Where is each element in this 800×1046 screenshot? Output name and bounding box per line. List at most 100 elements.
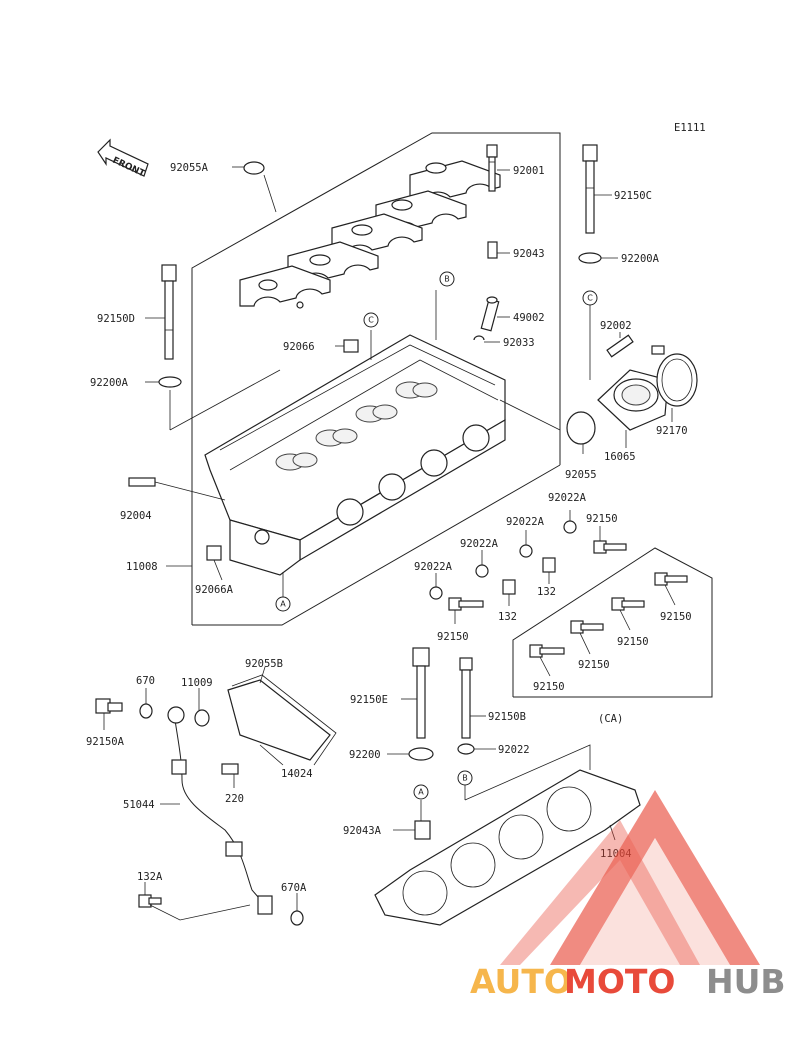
ref-c-top: C [368,316,374,325]
bolt-92150B [459,657,473,739]
bolt-92150A [95,698,123,714]
plug-92066A [206,545,222,561]
washer-92022 [457,743,475,755]
label-92022A-1: 92022A [548,492,587,504]
label-92150-right: 92150 [586,513,618,525]
bolt-132-b [502,579,516,595]
front-arrow: FRONT [97,138,149,180]
label-92150-ca-4: 92150 [533,681,565,693]
label-92200A-right: 92200A [621,253,660,265]
washer-92022A-1 [563,520,577,534]
label-92055A: 92055A [170,162,209,174]
label-92002: 92002 [600,320,632,332]
washer-92022A-2 [519,544,533,558]
watermark-text: AUTO MOTO HUB [470,962,786,1001]
dowel-92043A [414,820,431,840]
head-gasket-11004 [374,769,641,926]
part-labels: 92055A 92001 92150C 92043 92200A 92150D … [86,162,692,894]
ref-b-bottom: B [462,774,468,783]
dowel-92043 [487,241,498,259]
label-92001: 92001 [513,165,545,177]
bolt-92150-right [593,540,627,554]
bolt-92150E [412,647,430,739]
o-ring-670 [139,703,153,719]
ref-a-left: A [280,600,286,609]
label-670A: 670A [281,882,307,894]
cylinder-head [204,334,506,576]
ref-markers: B C C A B A [275,271,598,800]
watermark-logo [500,790,760,965]
watermark-hub: HUB [706,962,786,1001]
ref-a-bottom: A [418,788,424,797]
seal-92066 [343,339,359,353]
label-92150-mid: 92150 [437,631,469,643]
label-92150B: 92150B [488,711,526,723]
label-11009: 11009 [181,677,213,689]
bolt-92150C [582,144,598,234]
washer-11009 [194,709,210,727]
holder-16065 [597,369,669,431]
watermark-moto: MOTO [564,962,675,1001]
oil-pipe-51044 [167,706,273,915]
stud-92004 [128,477,156,487]
clip-92033 [473,335,485,341]
label-92055: 92055 [565,469,597,481]
washer-92200 [408,747,434,761]
label-92055B: 92055B [245,658,283,670]
ref-c-right: C [587,294,593,303]
label-92022A-2: 92022A [506,516,545,528]
camshaft-caps [239,160,501,309]
o-ring-670A [290,910,304,926]
washer-92200A-right [578,252,602,264]
label-92066: 92066 [283,341,315,353]
label-92022A-3: 92022A [460,538,499,550]
label-92170: 92170 [656,425,688,437]
label-92150-ca-3: 92150 [578,659,610,671]
label-92043A: 92043A [343,825,382,837]
label-92066A: 92066A [195,584,234,596]
o-ring-92055A [243,161,265,175]
label-132-a: 132 [537,586,556,598]
bolt-92002 [606,334,634,358]
label-16065: 16065 [604,451,636,463]
label-92004: 92004 [120,510,152,522]
bolt-92150D [161,264,177,360]
ca-group-label: (CA) [598,713,623,725]
ref-b-top: B [444,275,450,284]
bolt-92150-ca-4 [529,644,565,658]
label-92200A-left: 92200A [90,377,129,389]
bolt-92150-ca-2 [611,597,645,611]
label-132-b: 132 [498,611,517,623]
leader-lines [103,166,676,921]
label-92150D: 92150D [97,313,135,325]
label-49002: 49002 [513,312,545,324]
label-132A: 132A [137,871,163,883]
oil-jet-49002 [480,296,500,332]
washer-92022A-4 [429,586,443,600]
label-92150-ca-2: 92150 [617,636,649,648]
label-14024: 14024 [281,768,313,780]
label-92022: 92022 [498,744,530,756]
diagram-code: E1111 [674,122,706,134]
bolt-92150-ca-3 [570,620,604,634]
clamp-92170 [651,345,698,407]
label-11008: 11008 [126,561,158,573]
label-670: 670 [136,675,155,687]
o-ring-92055 [566,411,596,445]
bolt-132-a [542,557,556,573]
label-92033: 92033 [503,337,535,349]
bolt-92150-mid [448,597,484,611]
label-92150-ca-1: 92150 [660,611,692,623]
label-92022A-4: 92022A [414,561,453,573]
label-51044: 51044 [123,799,155,811]
cover-14024 [227,674,337,766]
ca-group-outline [512,547,713,698]
label-92150A: 92150A [86,736,125,748]
label-92043: 92043 [513,248,545,260]
label-92150E: 92150E [350,694,388,706]
label-92200: 92200 [349,749,381,761]
label-220: 220 [225,793,244,805]
washer-92200A-left [158,376,182,388]
bolt-92001 [486,144,498,192]
